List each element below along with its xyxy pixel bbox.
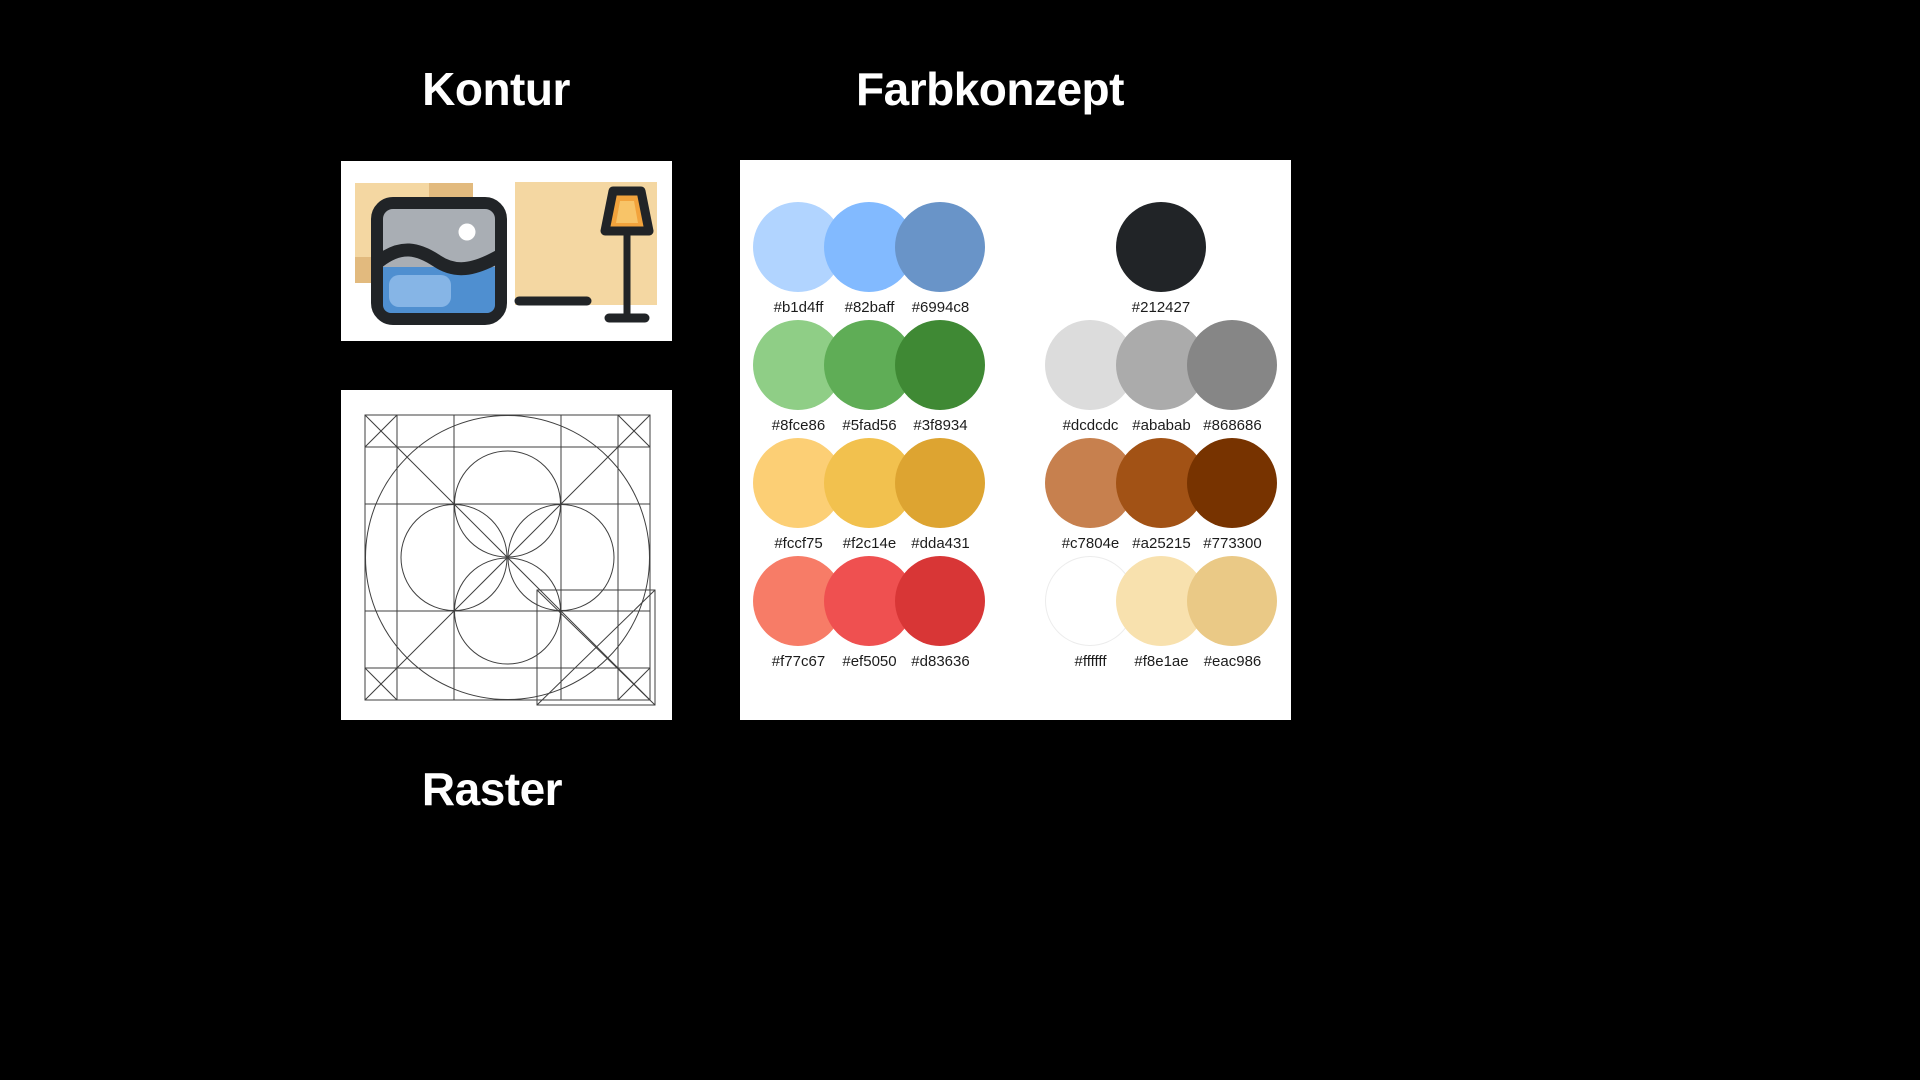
palette-group-cream: #ffffff #f8e1ae #eac986 xyxy=(1045,556,1277,670)
color-swatch-d83636 xyxy=(895,556,985,646)
color-hex-label: #dda431 xyxy=(911,535,970,552)
palette-group-gray: #dcdcdc #ababab #868686 xyxy=(1045,320,1277,434)
color-hex-label: #d83636 xyxy=(911,653,970,670)
palette-group-yellow: #fccf75 #f2c14e #dda431 xyxy=(753,438,985,552)
color-hex-label: #dcdcdc xyxy=(1062,417,1119,434)
color-hex-label: #b1d4ff xyxy=(773,299,824,316)
color-hex-label: #6994c8 xyxy=(911,299,970,316)
color-hex-label: #ffffff xyxy=(1074,653,1107,670)
color-hex-label: #868686 xyxy=(1203,417,1262,434)
color-hex-label: #c7804e xyxy=(1061,535,1120,552)
color-hex-label: #eac986 xyxy=(1203,653,1262,670)
color-hex-label: #f8e1ae xyxy=(1134,653,1189,670)
kontur-card xyxy=(341,161,672,341)
color-hex-label: #f2c14e xyxy=(842,535,897,552)
color-hex-label: #212427 xyxy=(1131,299,1191,316)
color-hex-label: #5fad56 xyxy=(842,417,897,434)
raster-card xyxy=(341,390,672,720)
icon-construction-grid xyxy=(364,414,656,706)
farbkonzept-card: #b1d4ff #82baff #6994c8 #212427 #8fce86 #5fad… xyxy=(740,160,1291,720)
color-hex-label: #fccf75 xyxy=(774,535,823,552)
color-swatch-868686 xyxy=(1187,320,1277,410)
color-swatch-773300 xyxy=(1187,438,1277,528)
palette-grid: #b1d4ff #82baff #6994c8 #212427 #8fce86 #5fad… xyxy=(740,160,1291,670)
color-swatch-6994c8 xyxy=(895,202,985,292)
color-swatch-eac986 xyxy=(1187,556,1277,646)
palette-group-brown: #c7804e #a25215 #773300 xyxy=(1045,438,1277,552)
color-hex-label: #ababab xyxy=(1132,417,1191,434)
kontur-title: Kontur xyxy=(422,63,570,115)
color-hex-label: #82baff xyxy=(844,299,895,316)
floor-lamp-icon xyxy=(600,186,654,323)
farbkonzept-title: Farbkonzept xyxy=(856,63,1124,115)
color-swatch-212427 xyxy=(1116,202,1206,292)
color-hex-label: #773300 xyxy=(1203,535,1262,552)
raster-title: Raster xyxy=(421,763,563,815)
color-hex-label: #ef5050 xyxy=(842,653,897,670)
color-swatch-3f8934 xyxy=(895,320,985,410)
color-swatch-dda431 xyxy=(895,438,985,528)
color-hex-label: #f77c67 xyxy=(771,653,826,670)
palette-group-red: #f77c67 #ef5050 #d83636 xyxy=(753,556,985,670)
photo-dot xyxy=(458,223,476,241)
palette-group-dark: #212427 xyxy=(1045,202,1277,316)
picture-frame-icon xyxy=(371,197,507,325)
room-illustration xyxy=(355,182,657,325)
color-hex-label: #a25215 xyxy=(1132,535,1191,552)
color-hex-label: #8fce86 xyxy=(771,417,826,434)
color-hex-label: #3f8934 xyxy=(913,417,968,434)
palette-group-green: #8fce86 #5fad56 #3f8934 xyxy=(753,320,985,434)
palette-group-blue: #b1d4ff #82baff #6994c8 xyxy=(753,202,985,316)
